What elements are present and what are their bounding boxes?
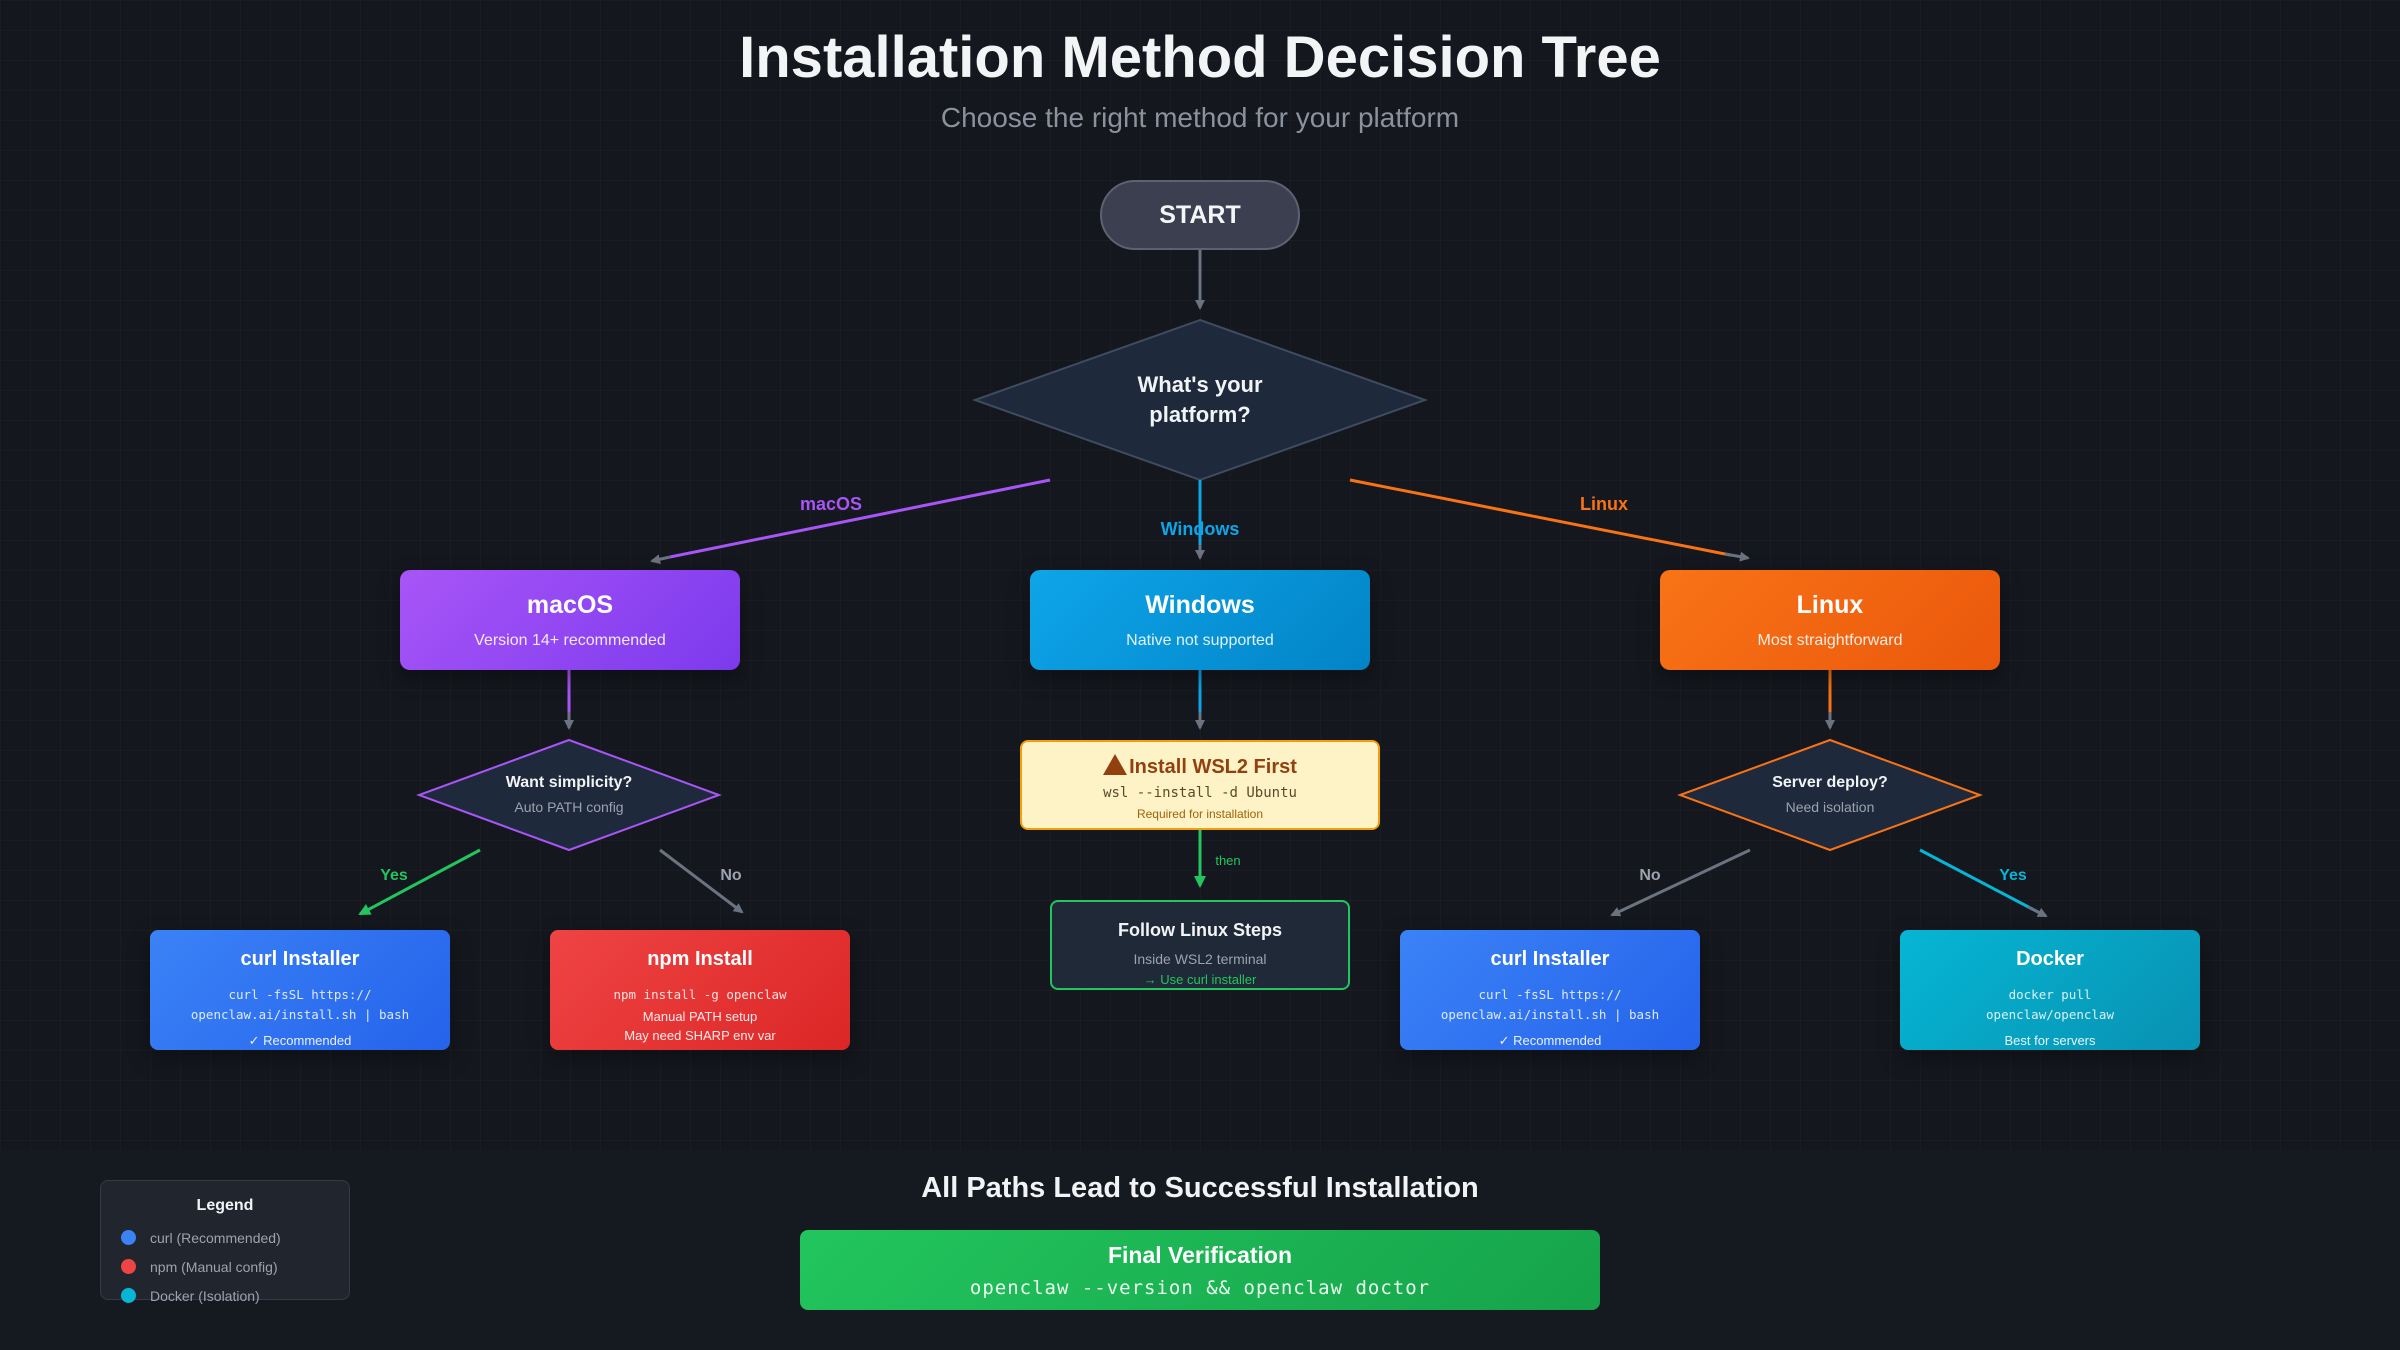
follow-linux-steps-box: Follow Linux Steps Inside WSL2 terminal … [1050,900,1350,990]
simplicity-subtitle: Auto PATH config [514,799,624,815]
linux-subtitle: Most straightforward [1757,631,1903,649]
docker-note: Best for servers [2004,1033,2096,1048]
legend-label-docker: Docker (Isolation) [150,1287,260,1304]
npm-note-1: Manual PATH setup [642,1009,758,1024]
legend: Legend curl (Recommended) npm (Manual co… [100,1180,350,1304]
docker-cmd-line1: docker pull [2008,987,2092,1002]
linux-curl-title: curl Installer [1490,948,1610,970]
simplicity-title: Want simplicity? [505,774,633,791]
edge-platform-to-macos [669,478,1051,559]
page-title: Installation Method Decision Tree [739,25,1661,90]
warning-icon [1103,754,1128,775]
legend-label-curl: curl (Recommended) [150,1229,281,1246]
server-decision-diamond [1677,738,1983,852]
edge-server-no [1610,848,1751,917]
macos-node: macOS Version 14+ recommended [400,570,740,670]
legend-item-curl: curl (Recommended) [101,1223,349,1252]
wsl-title: Install WSL2 First [1129,756,1297,778]
follow-note: → Use curl installer [1143,972,1257,987]
docker-cmd-line2: openclaw/openclaw [1986,1007,2114,1022]
edge-server-yes-tip [2027,905,2048,918]
npm-title: npm Install [647,948,753,970]
server-subtitle: Need isolation [1785,799,1875,815]
linux-curl-installer-node: curl Installer curl -fsSL https:// openc… [1400,930,1700,1050]
simplicity-decision-text: Want simplicity? Auto PATH config [469,774,669,815]
linux-node: Linux Most straightforward [1660,570,2000,670]
wsl-command: wsl --install -d Ubuntu [1103,785,1297,801]
legend-item-npm: npm (Manual config) [101,1252,349,1281]
edge-label-linux: Linux [1580,494,1628,514]
edge-label-macos: macOS [800,494,862,514]
edge-label-linux-yes: Yes [1999,867,2027,884]
windows-node: Windows Native not supported [1030,570,1370,670]
wsl-warning-box: Install WSL2 First wsl --install -d Ubun… [1020,740,1380,830]
edge-simplicity-no [659,848,744,914]
legend-dot-docker [121,1288,136,1303]
edge-simplicity-yes [358,848,481,916]
edge-label-mac-no: No [720,867,742,884]
edge-label-then: then [1215,853,1240,868]
final-verification-box: Final Verification openclaw --version &&… [800,1230,1600,1310]
edge-label-windows: Windows [1161,519,1240,539]
server-title: Server deploy? [1772,774,1888,791]
platform-decision-line1: What's your [1137,372,1263,397]
mac-curl-note: ✓ Recommended [248,1033,352,1048]
follow-subtitle: Inside WSL2 terminal [1133,951,1267,967]
legend-label-npm: npm (Manual config) [150,1258,278,1275]
npm-note-2: May need SHARP env var [624,1028,776,1043]
linux-curl-note: ✓ Recommended [1498,1033,1602,1048]
wsl-note: Required for installation [1136,807,1264,821]
macos-subtitle: Version 14+ recommended [474,631,666,649]
legend-title: Legend [196,1197,254,1214]
follow-title: Follow Linux Steps [1117,920,1282,940]
platform-decision-text: What's your platform? [1050,370,1350,430]
edge-platform-to-linux-tip [1724,551,1750,562]
final-verification-title: Final Verification [1107,1242,1293,1268]
windows-title: Windows [1145,590,1255,619]
docker-node: Docker docker pull openclaw/openclaw Bes… [1900,930,2200,1050]
edge-platform-to-macos-tip [650,554,671,565]
mac-curl-cmd-line1: curl -fsSL https:// [228,987,372,1002]
windows-subtitle: Native not supported [1126,631,1274,649]
legend-dot-npm [121,1259,136,1274]
docker-title: Docker [2016,948,2084,970]
macos-title: macOS [526,590,614,619]
edge-server-yes [1919,848,2039,914]
server-decision-text: Server deploy? Need isolation [1730,774,1930,815]
start-node: START [1100,180,1300,250]
legend-dot-curl [121,1230,136,1245]
simplicity-decision-diamond [416,738,722,852]
final-verification-command: openclaw --version && openclaw doctor [969,1277,1431,1299]
linux-curl-cmd-line2: openclaw.ai/install.sh | bash [1440,1007,1660,1022]
platform-decision-line2: platform? [1149,402,1251,427]
linux-curl-cmd-line1: curl -fsSL https:// [1478,987,1622,1002]
edge-platform-to-linux [1349,478,1731,557]
edge-label-mac-yes: Yes [380,867,408,884]
legend-item-docker: Docker (Isolation) [101,1281,349,1310]
npm-cmd: npm install -g openclaw [613,987,787,1002]
all-paths-heading: All Paths Lead to Successful Installatio… [921,1172,1479,1204]
mac-curl-cmd-line2: openclaw.ai/install.sh | bash [190,1007,410,1022]
npm-install-node: npm Install npm install -g openclaw Manu… [550,930,850,1050]
page-subtitle: Choose the right method for your platfor… [940,102,1460,133]
mac-curl-title: curl Installer [240,948,360,970]
mac-curl-installer-node: curl Installer curl -fsSL https:// openc… [150,930,450,1050]
edge-label-linux-no: No [1639,867,1661,884]
linux-title: Linux [1796,590,1864,619]
wsl-heading: Install WSL2 First [1022,754,1378,779]
